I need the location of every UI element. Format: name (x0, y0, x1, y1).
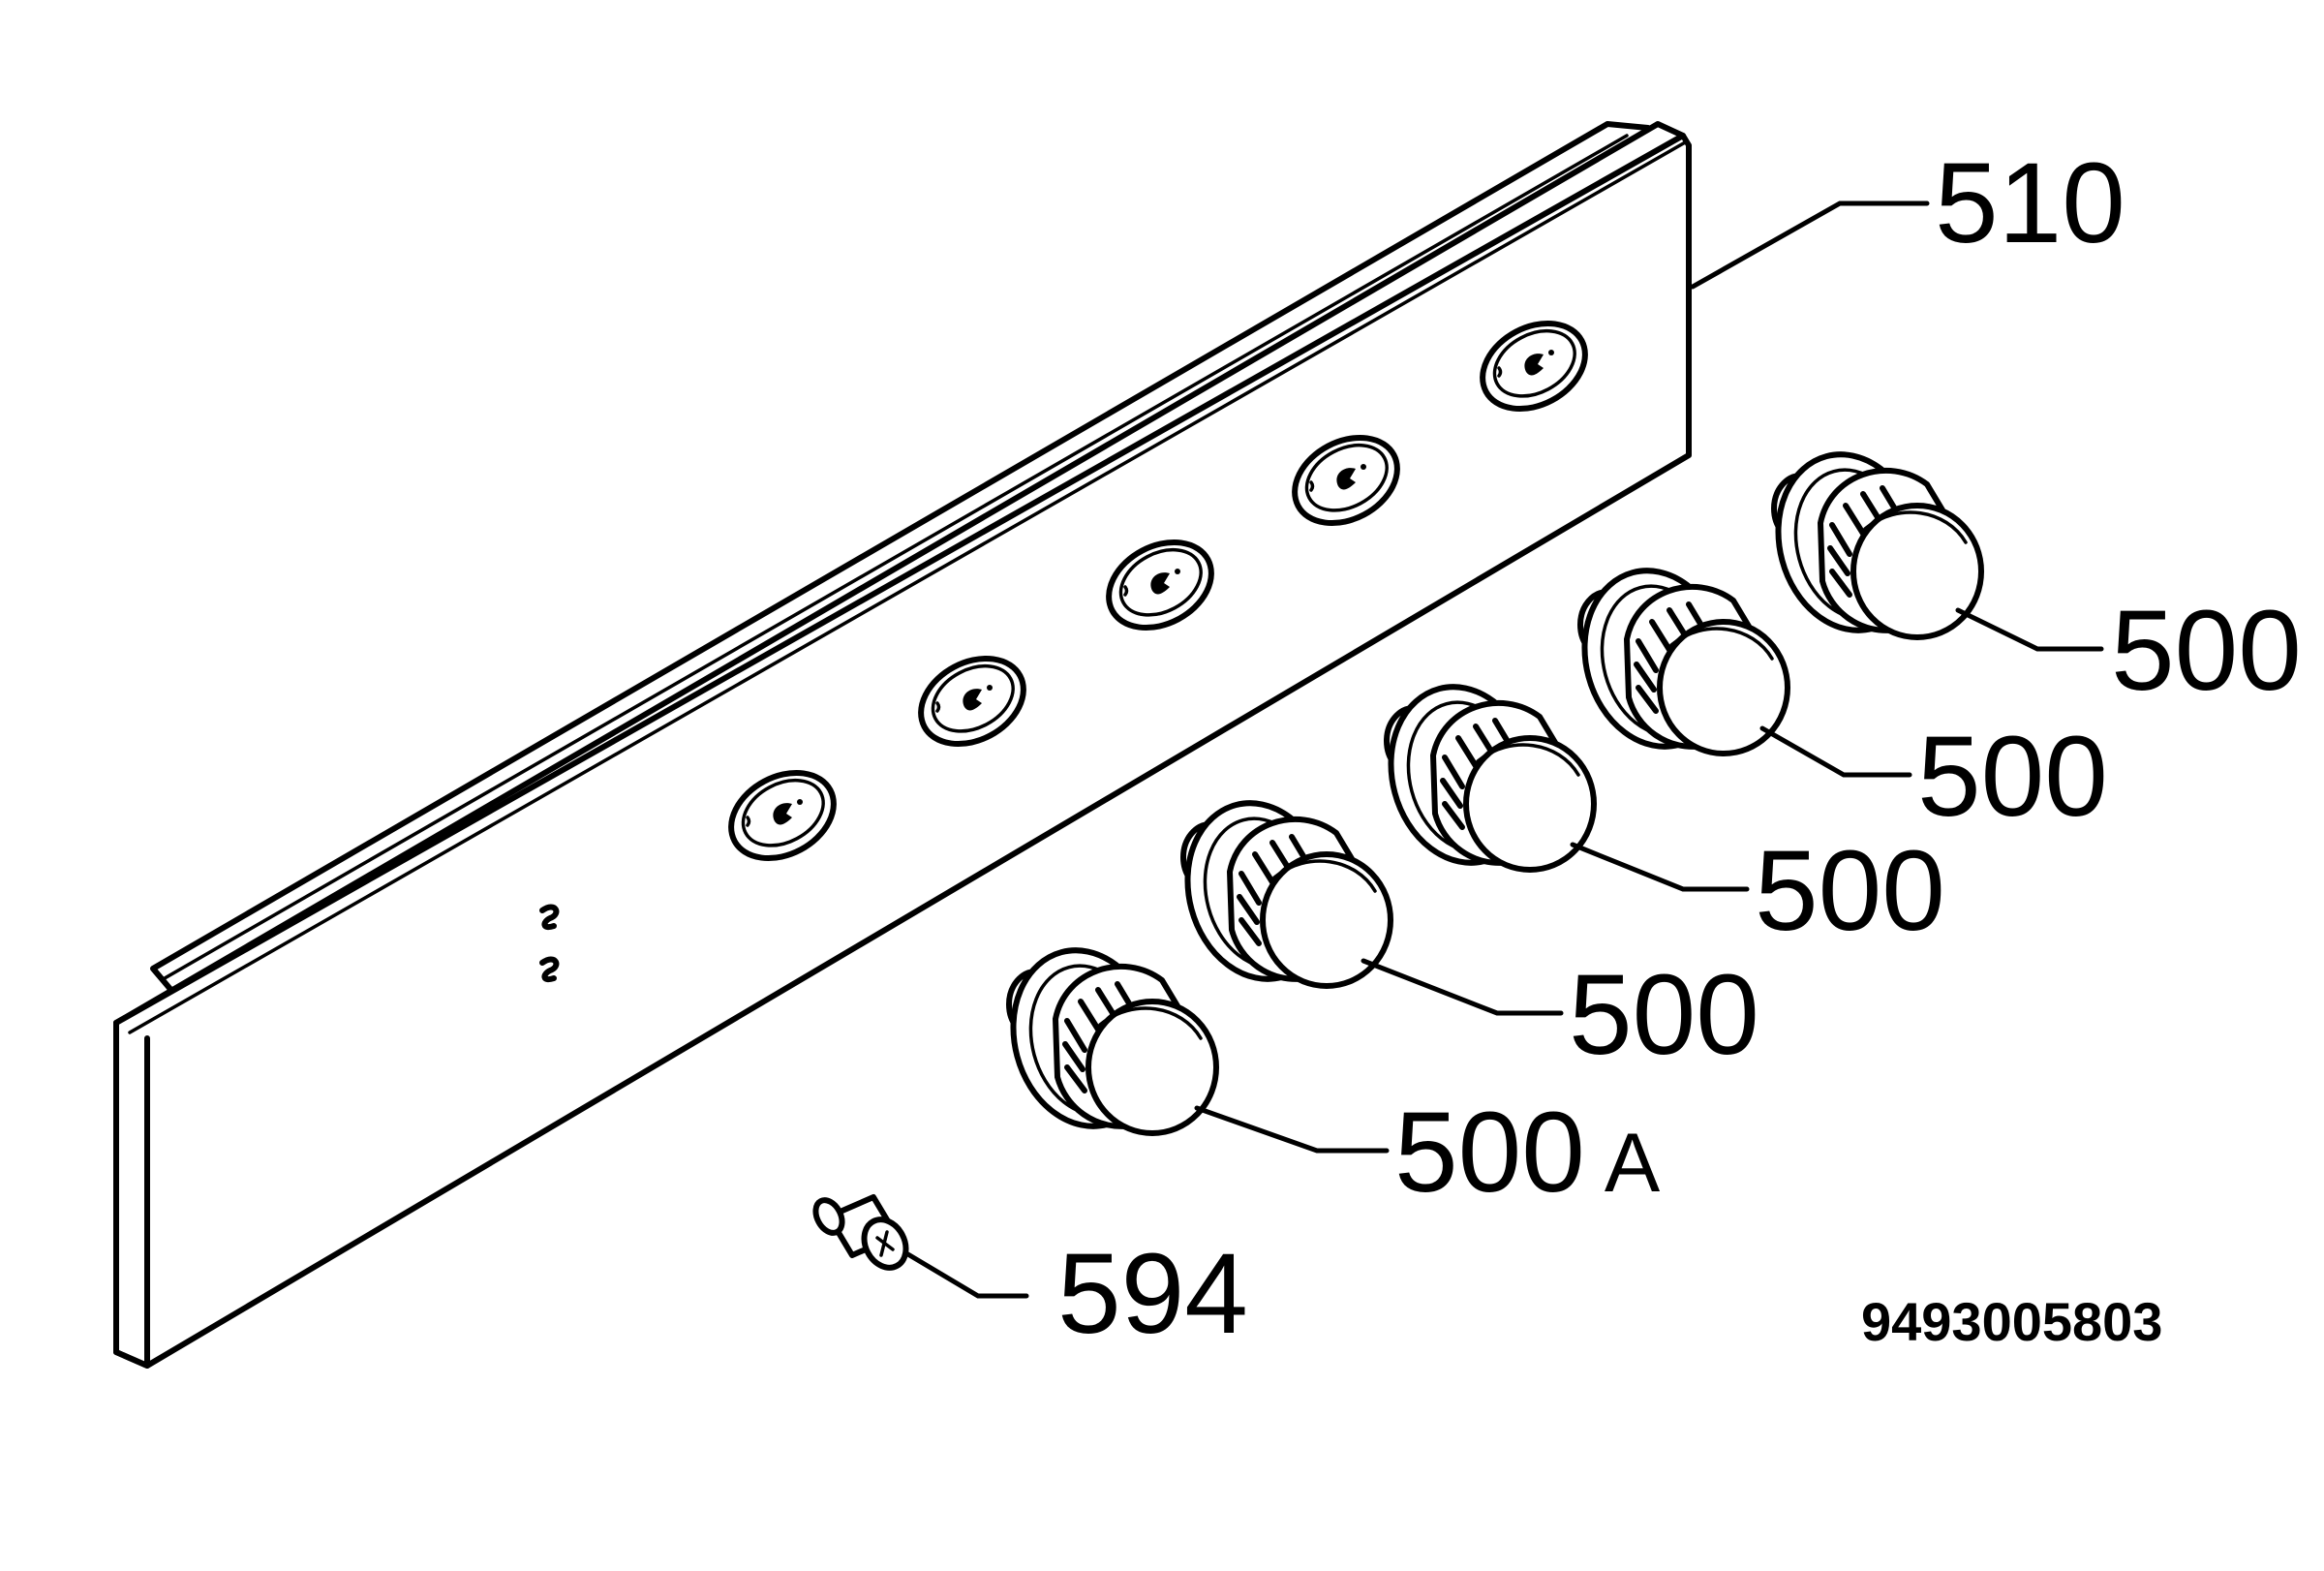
document-number: 9493005803 (1861, 1291, 2162, 1352)
callout-500-4: 500 (1569, 951, 1759, 1079)
callout-500-3: 500 (1755, 827, 1945, 955)
leader-500-3 (1570, 842, 1750, 892)
leader-500-4 (1361, 958, 1564, 1016)
control-panel (113, 121, 1692, 1369)
leader-594 (903, 1250, 1029, 1299)
control-knob (1759, 438, 1981, 646)
callout-500-2: 500 (1917, 713, 2108, 841)
leader-510 (1690, 200, 1930, 290)
leader-500-2 (1759, 725, 1912, 778)
screw (812, 1194, 909, 1271)
callout-500-1: 500 (2111, 587, 2302, 715)
callout-594: 594 (1057, 1230, 1248, 1358)
control-knob (1169, 786, 1391, 995)
control-knob (1566, 554, 1788, 762)
leader-500-1 (1955, 607, 2104, 652)
control-knob (1372, 670, 1594, 878)
callout-510: 510 (1935, 139, 2125, 267)
control-knob-a (994, 934, 1216, 1142)
leader-500a (1194, 1105, 1390, 1154)
